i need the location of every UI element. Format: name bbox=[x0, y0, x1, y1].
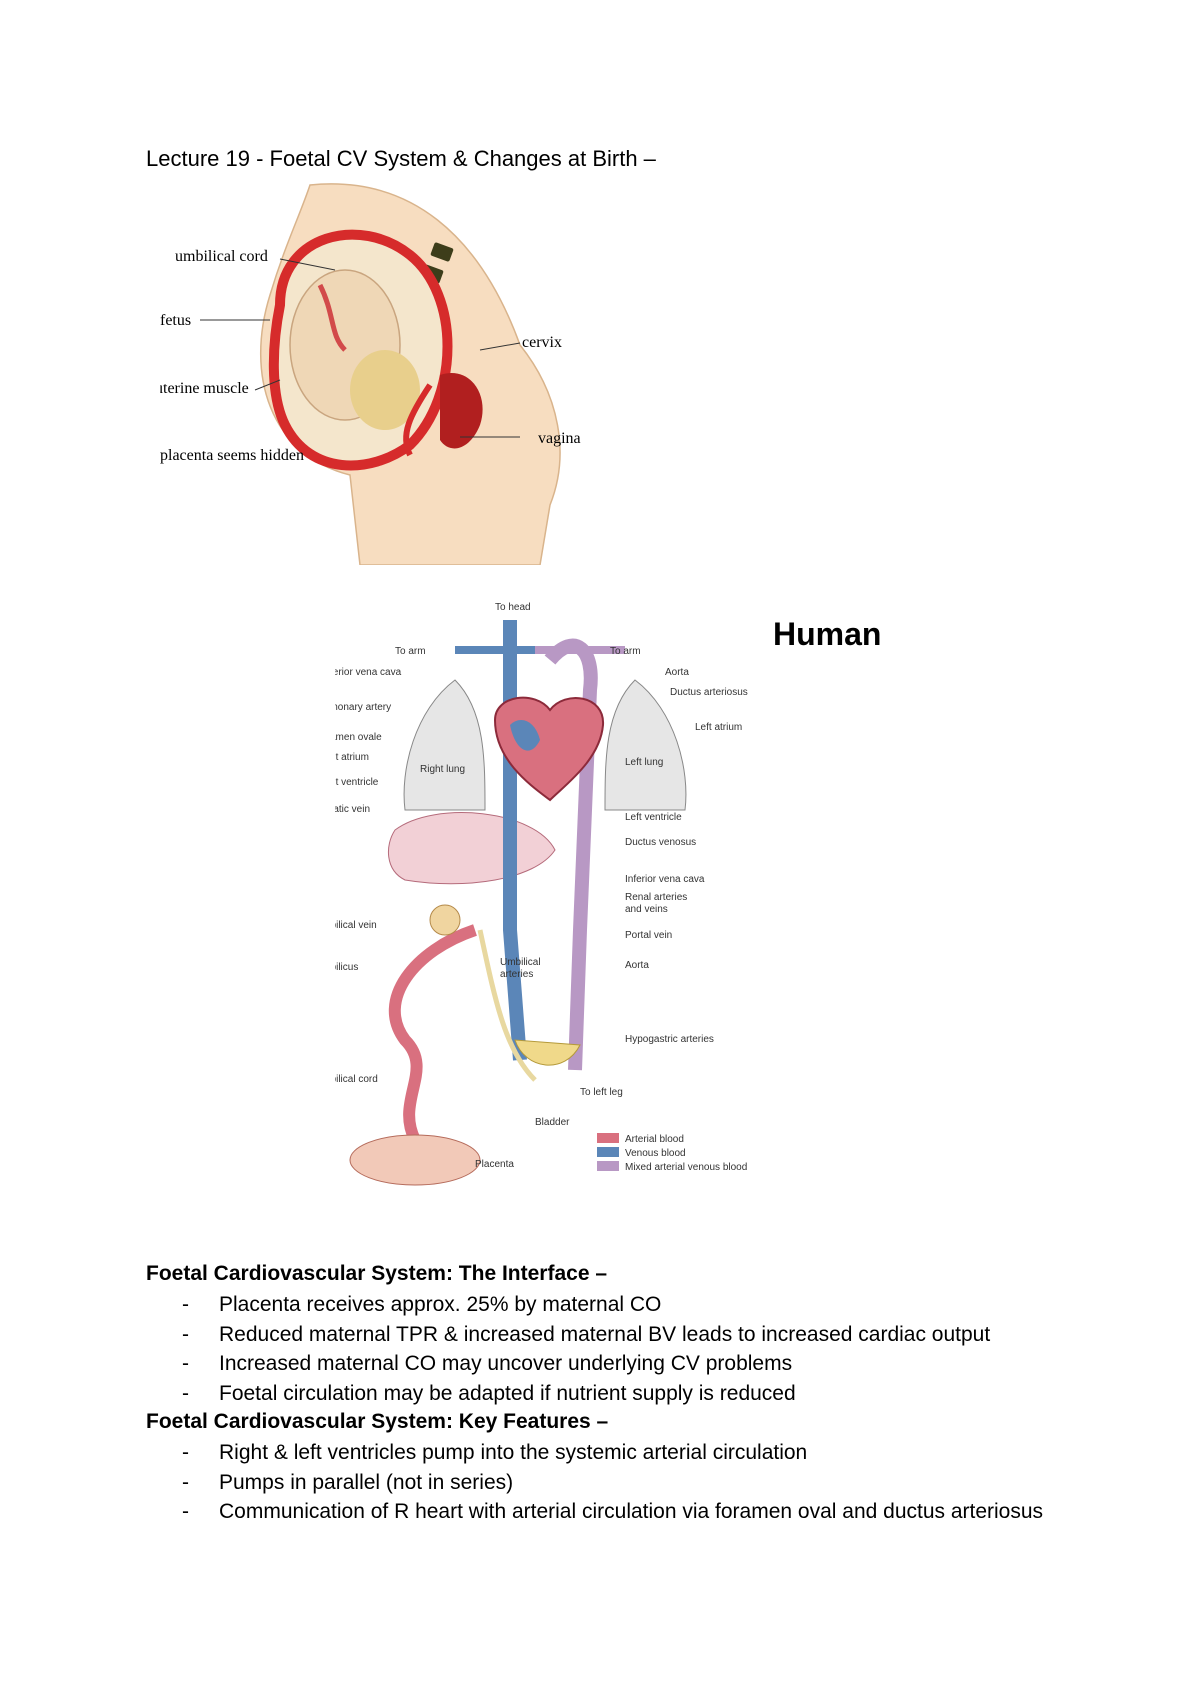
list-item: - Placenta receives approx. 25% by matern… bbox=[146, 1290, 990, 1320]
bullet-list-key-features: - Right & left ventricles pump into the s… bbox=[146, 1438, 1046, 1527]
section-heading-key-features: Foetal Cardiovascular System: Key Featur… bbox=[146, 1410, 609, 1433]
label-to-arm-right: To arm bbox=[610, 646, 641, 657]
label-renal-1: Renal arteries bbox=[625, 892, 687, 903]
bullet-text: Pumps in parallel (not in series) bbox=[219, 1470, 514, 1494]
label-to-head: To head bbox=[495, 602, 531, 613]
label-vagina: vagina bbox=[538, 430, 581, 447]
page-title: Lecture 19 - Foetal CV System & Changes … bbox=[146, 146, 656, 171]
label-right-atrium: Right atrium bbox=[335, 752, 369, 763]
list-item: - Increased maternal CO may uncover under… bbox=[146, 1349, 990, 1379]
label-hepatic-vein: Hepatic vein bbox=[335, 804, 370, 815]
label-left-ventricle: Left ventricle bbox=[625, 812, 682, 823]
label-pulmonary-artery: Pulmonary artery bbox=[335, 702, 391, 713]
bullet-marker: - bbox=[182, 1500, 189, 1523]
label-cervix: cervix bbox=[522, 334, 562, 351]
legend-label-arterial: Arterial blood bbox=[625, 1134, 684, 1145]
label-umbilical-arteries-2: arteries bbox=[500, 969, 533, 980]
label-umbilical-vein: Umbilical vein bbox=[335, 920, 377, 931]
label-fetus: fetus bbox=[160, 312, 191, 329]
legend-swatch-arterial bbox=[597, 1133, 619, 1143]
label-to-left-leg: To left leg bbox=[580, 1087, 623, 1098]
legend-label-venous: Venous blood bbox=[625, 1148, 686, 1159]
bullet-text: Foetal circulation may be adapted if nut… bbox=[219, 1381, 796, 1405]
label-right-ventricle: Right ventricle bbox=[335, 777, 379, 788]
legend-swatch-venous bbox=[597, 1147, 619, 1157]
label-umbilicus: Umbilicus bbox=[335, 962, 358, 973]
label-left-atrium: Left atrium bbox=[695, 722, 742, 733]
label-aorta-bottom: Aorta bbox=[625, 960, 649, 971]
label-ivc: Inferior vena cava bbox=[625, 874, 705, 885]
bullet-text: Communication of R heart with arterial c… bbox=[219, 1500, 1044, 1523]
pregnancy-diagram: umbilical cord fetus uterine muscle plac… bbox=[160, 183, 581, 565]
label-bladder: Bladder bbox=[535, 1117, 570, 1128]
label-uterine-muscle: uterine muscle bbox=[160, 380, 249, 397]
bullet-marker: - bbox=[182, 1381, 189, 1405]
label-to-arm-left: To arm bbox=[395, 646, 426, 657]
legend: Arterial blood Venous blood Mixed arteri… bbox=[597, 1133, 747, 1173]
bullet-marker: - bbox=[182, 1352, 189, 1375]
label-umbilical-cord: umbilical cord bbox=[175, 248, 268, 265]
label-svc: Superior vena cava bbox=[335, 667, 402, 678]
legend-label-mixed: Mixed arterial venous blood bbox=[625, 1162, 747, 1173]
label-umbilical-arteries-1: Umbilical bbox=[500, 957, 541, 968]
foetal-circulation-diagram: Human To head To arm To arm Superior ven… bbox=[335, 602, 881, 1186]
bullet-list-interface: - Placenta receives approx. 25% by matern… bbox=[146, 1290, 990, 1408]
label-placenta: Placenta bbox=[475, 1159, 514, 1170]
bullet-text: Increased maternal CO may uncover underl… bbox=[219, 1352, 793, 1375]
label-ductus-venosus: Ductus venosus bbox=[625, 837, 696, 848]
bullet-marker: - bbox=[182, 1470, 189, 1494]
label-left-lung: Left lung bbox=[625, 757, 663, 768]
legend-swatch-mixed bbox=[597, 1161, 619, 1171]
bullet-marker: - bbox=[182, 1293, 189, 1316]
label-portal-vein: Portal vein bbox=[625, 930, 672, 941]
label-placenta: placenta seems hidden bbox=[160, 447, 304, 464]
label-foramen-ovale: Foramen ovale bbox=[335, 732, 382, 743]
list-item: - Right & left ventricles pump into the s… bbox=[146, 1438, 1046, 1468]
bullet-text: Right & left ventricles pump into the sy… bbox=[219, 1441, 808, 1464]
bullet-marker: - bbox=[182, 1441, 189, 1464]
list-item: - Foetal circulation may be adapted if nu… bbox=[146, 1379, 990, 1409]
bullet-text: Reduced maternal TPR & increased materna… bbox=[219, 1322, 991, 1346]
list-item: - Reduced maternal TPR & increased matern… bbox=[146, 1320, 990, 1350]
label-aorta-top: Aorta bbox=[665, 667, 689, 678]
label-umbilical-cord: Umbilical cord bbox=[335, 1074, 378, 1085]
diagram-heading: Human bbox=[773, 616, 881, 652]
label-hypogastric: Hypogastric arteries bbox=[625, 1034, 714, 1045]
list-item: - Pumps in parallel (not in series) bbox=[146, 1468, 1046, 1498]
list-item: - Communication of R heart with arterial … bbox=[146, 1497, 1046, 1527]
label-renal-2: and veins bbox=[625, 904, 668, 915]
section-heading-interface: Foetal Cardiovascular System: The Interf… bbox=[146, 1262, 608, 1285]
label-ductus-arteriosus: Ductus arteriosus bbox=[670, 687, 748, 698]
bullet-text: Placenta receives approx. 25% by materna… bbox=[219, 1293, 662, 1316]
label-right-lung: Right lung bbox=[420, 764, 465, 775]
bullet-marker: - bbox=[182, 1322, 189, 1346]
